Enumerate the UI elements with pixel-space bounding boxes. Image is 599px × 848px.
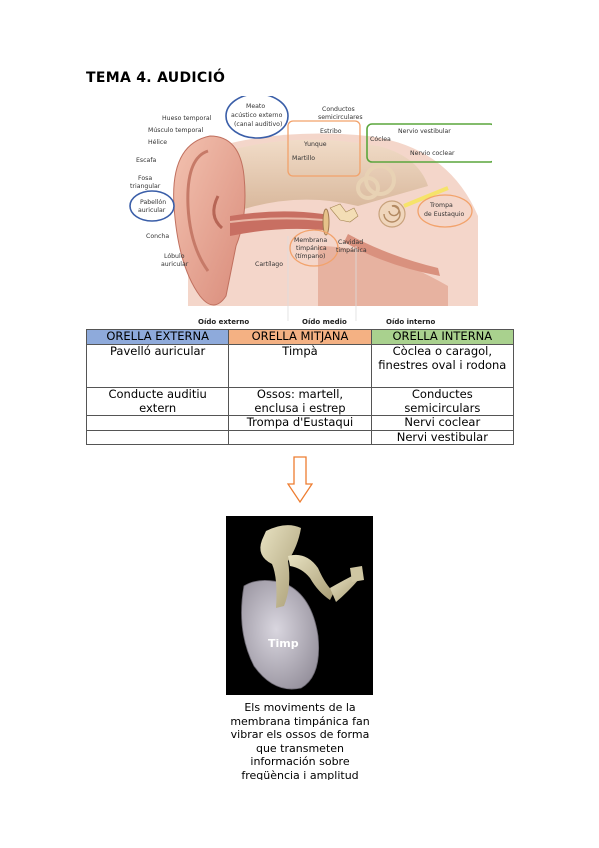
- ossicles-eardrum-image: Timp: [226, 516, 373, 695]
- label-fosa: Fosa: [138, 175, 152, 182]
- caption-text: Els moviments de la membrana timpánica f…: [230, 701, 370, 780]
- label-escafa: Escafa: [136, 157, 157, 164]
- ear-parts-table: ORELLA EXTERNA ORELLA MITJANA ORELLA INT…: [85, 329, 515, 445]
- label-pabellon: Pabellón: [140, 198, 166, 206]
- table-cell: [85, 429, 230, 445]
- header-orella-mitjana: ORELLA MITJANA: [228, 329, 372, 345]
- label-meato-acustico: acústico externo: [231, 111, 283, 119]
- table-cell: Trompa d'Eustaqui: [228, 415, 372, 431]
- table-cell: Nervi coclear: [370, 415, 515, 431]
- label-lobulo-auricular: auricular: [161, 261, 189, 268]
- label-meato: Meato: [246, 103, 265, 110]
- label-cavidad: Cavidad: [338, 239, 363, 246]
- table-row: Nervi vestibular: [85, 429, 515, 445]
- label-membrana: Membrana: [294, 237, 327, 244]
- label-auricular: auricular: [138, 207, 166, 214]
- label-cavidad-timpanica: timpánica: [336, 246, 367, 254]
- label-concha: Concha: [146, 233, 169, 240]
- label-nervio-coclear: Nervio coclear: [410, 150, 455, 157]
- label-oido-medio: Oído medio: [302, 318, 347, 326]
- page-title: TEMA 4. AUDICIÓ: [86, 70, 226, 86]
- label-timpano: (tímpano): [295, 252, 325, 260]
- header-orella-interna: ORELLA INTERNA: [370, 329, 515, 345]
- table-cell: Pavelló auricular: [85, 344, 230, 388]
- label-helice: Hélice: [148, 138, 167, 146]
- table-cell: Còclea o caragol, finestres oval i rodon…: [370, 344, 515, 388]
- label-timpanica: timpánica: [296, 244, 327, 252]
- table-row: Trompa d'Eustaqui Nervi coclear: [85, 415, 515, 431]
- table-row: Pavelló auricular Timpà Còclea o caragol…: [85, 344, 515, 388]
- down-arrow-icon: [286, 456, 314, 504]
- table-cell: Ossos: martell, enclusa i estrep: [228, 387, 372, 416]
- label-yunque: Yunque: [303, 141, 327, 148]
- label-cartilago: Cartílago: [255, 260, 283, 268]
- label-de-eustaquio: de Eustaquio: [424, 211, 465, 218]
- label-conductos: Conductos: [322, 106, 355, 113]
- table-header-row: ORELLA EXTERNA ORELLA MITJANA ORELLA INT…: [85, 329, 515, 345]
- label-nervio-vestibular: Nervio vestibular: [398, 128, 451, 135]
- ear-anatomy-diagram: Hueso temporal Músculo temporal Hélice E…: [118, 96, 492, 330]
- label-coclea: Cóclea: [370, 135, 391, 143]
- label-lobulo: Lóbulo: [164, 252, 185, 260]
- table-cell: [85, 415, 230, 431]
- table-cell: Nervi vestibular: [370, 429, 515, 445]
- label-triangular: triangular: [130, 183, 161, 190]
- label-trompa: Trompa: [429, 202, 453, 209]
- label-estribo: Estribo: [320, 128, 342, 135]
- table-cell: Conductes semicirculars: [370, 387, 515, 416]
- timp-label: Timp: [268, 637, 299, 650]
- label-canal-auditivo: (canal auditivo): [234, 121, 282, 128]
- label-oido-interno: Oído interno: [386, 318, 436, 326]
- label-martillo: Martillo: [292, 155, 315, 162]
- table-cell: Conducte auditiu extern: [85, 387, 230, 416]
- table-row: Conducte auditiu extern Ossos: martell, …: [85, 387, 515, 416]
- label-hueso-temporal: Hueso temporal: [162, 115, 212, 122]
- label-semicirculares: semicirculares: [318, 114, 363, 121]
- label-musculo-temporal: Músculo temporal: [148, 126, 204, 134]
- table-cell: [228, 429, 372, 445]
- header-orella-externa: ORELLA EXTERNA: [85, 329, 230, 345]
- label-oido-externo: Oído externo: [198, 318, 249, 326]
- table-cell: Timpà: [228, 344, 372, 388]
